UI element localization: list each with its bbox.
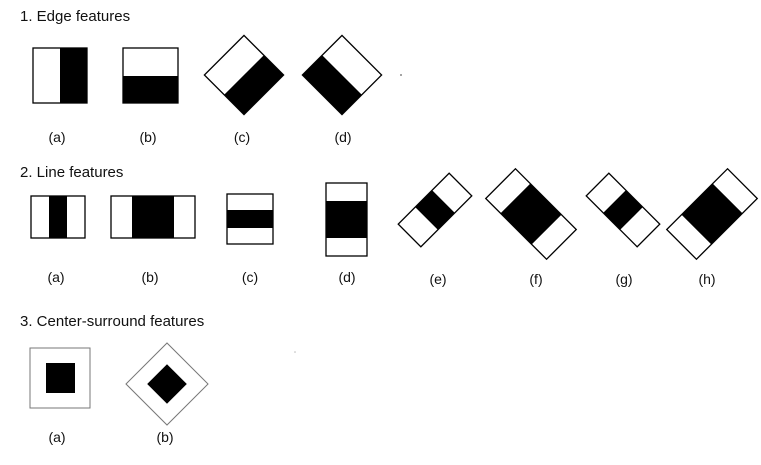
edge-feature-a-label: (a): [48, 129, 66, 145]
center-surround-feature-a-label: (a): [48, 429, 66, 445]
line-features-heading: 2. Line features: [20, 164, 124, 181]
line-feature-c-label: (c): [241, 269, 259, 285]
line-feature-g-label: (g): [615, 271, 633, 287]
edge-feature-c: [203, 34, 285, 116]
line-feature-b: [110, 195, 196, 239]
center-surround-feature-b: [125, 342, 209, 426]
edge-feature-b-label: (b): [139, 129, 157, 145]
edge-feature-b: [122, 47, 179, 104]
edge-features-heading: 1. Edge features: [20, 8, 131, 25]
center-surround-feature-b-label: (b): [156, 429, 174, 445]
line-feature-d: [325, 182, 368, 257]
line-feature-b-label: (b): [141, 269, 159, 285]
edge-feature-d: [301, 34, 383, 116]
line-feature-a-label: (a): [47, 269, 65, 285]
line-feature-c: [226, 193, 274, 245]
speck-mark: [294, 351, 296, 353]
line-feature-a: [30, 195, 86, 239]
line-feature-g: [585, 172, 661, 248]
center-surround-feature-a: [29, 347, 91, 409]
edge-feature-d-label: (d): [334, 129, 352, 145]
line-feature-f: [484, 167, 578, 261]
line-feature-f-label: (f): [529, 271, 543, 287]
line-feature-h: [665, 167, 759, 261]
line-feature-d-label: (d): [338, 269, 356, 285]
center-surround-features-heading: 3. Center-surround features: [20, 313, 205, 330]
edge-feature-c-label: (c): [233, 129, 251, 145]
line-feature-e: [397, 172, 473, 248]
line-feature-e-label: (e): [429, 271, 447, 287]
speck-mark: [400, 74, 402, 76]
line-feature-h-label: (h): [698, 271, 716, 287]
edge-feature-a: [32, 47, 88, 104]
